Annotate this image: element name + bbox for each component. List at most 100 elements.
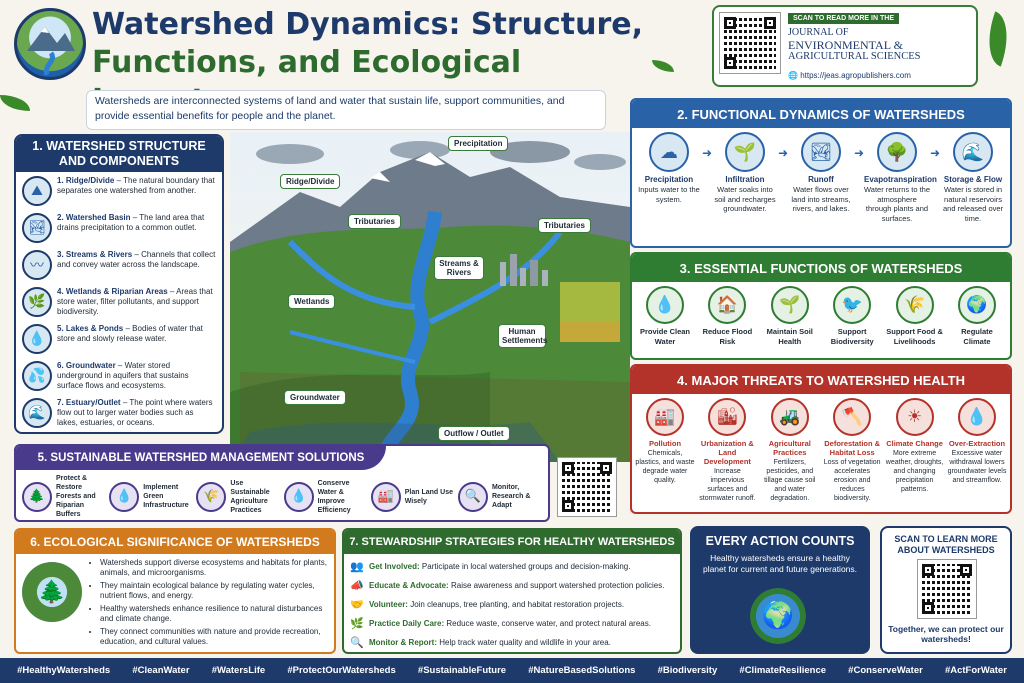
structure-item-term: 4. Wetlands & Riparian Areas [57,287,168,296]
stewardship-heading: 7. STEWARDSHIP STRATEGIES FOR HEALTHY WA… [344,530,680,554]
threat-item-title: Pollution [648,439,682,448]
journal-url[interactable]: 🌐 https://jeas.agropublishers.com [788,71,911,80]
hashtag[interactable]: #ProtectOurWatersheds [287,665,396,676]
hashtag[interactable]: #CleanWater [132,665,190,676]
solution-item-icon: 💧 [109,481,140,512]
stewardship-item-desc: Participate in local watershed groups an… [421,562,631,571]
structure-item: 🏞2. Watershed Basin – The land area that… [22,213,216,247]
threat-item-title: Urbanization & Land Development [700,439,754,466]
solution-item: 🌾Use Sustainable Agriculture Practices [196,474,280,519]
solution-item: 🌲Protect & Restore Forests and Riparian … [22,474,106,519]
essential-heading: 3. ESSENTIAL FUNCTIONS OF WATERSHEDS [632,254,1010,282]
ecological-panel: 6. ECOLOGICAL SIGNIFICANCE OF WATERSHEDS… [14,528,336,654]
stewardship-item: 🤝Volunteer: Join cleanups, tree planting… [350,595,674,614]
solutions-qr-code[interactable] [557,457,617,517]
structure-item-term: 5. Lakes & Ponds [57,324,124,333]
structure-item-term: 2. Watershed Basin [57,213,131,222]
threat-item-icon: 💧 [957,398,996,436]
essential-item-icon: 🏠 [708,286,747,324]
essential-item: 💧Provide Clean Water [636,286,694,346]
structure-item-desc: – Bodies of water that store and slowly … [57,324,203,343]
stewardship-item-text: Volunteer: Join cleanups, tree planting,… [369,600,624,609]
action-text: Healthy watersheds ensure a healthy plan… [702,553,858,574]
hashtag[interactable]: #Biodiversity [657,665,718,676]
hashtag[interactable]: #NatureBasedSolutions [528,665,636,676]
hashtag[interactable]: #WatersLife [211,665,266,676]
structure-panel: 1. WATERSHED STRUCTURE AND COMPONENTS ⛰1… [14,134,224,434]
functional-step-desc: Water soaks into soil and recharges grou… [714,185,776,213]
stewardship-item-text: Monitor & Report: Help track water quali… [369,638,611,647]
stewardship-item-icon: 🔍 [350,636,364,649]
structure-item-text: 3. Streams & Rivers – Channels that coll… [57,250,216,270]
stewardship-item: 🌿Practice Daily Care: Reduce waste, cons… [350,614,674,633]
scan-learn-qr-code[interactable] [917,559,977,619]
essential-item-icon: 🌱 [770,286,809,324]
label-ridge: Ridge/Divide [280,174,341,189]
hashtag[interactable]: #ClimateResilience [739,665,827,676]
stewardship-item: 📣Educate & Advocate: Raise awareness and… [350,576,674,595]
structure-item-desc: – Water stored underground in aquifers t… [57,361,189,390]
essential-item-label: Support Food & Livelihoods [886,327,943,346]
threat-item-icon: 🏙 [708,398,747,436]
journal-box[interactable]: SCAN TO READ MORE IN THE JOURNAL OF ENVI… [712,5,978,87]
threat-item-desc: Increase impervious surfaces and stormwa… [699,468,756,502]
functional-step-icon: ☁ [648,132,689,172]
structure-item-desc: – Areas that store water, filter polluta… [57,287,213,316]
intro-box: Watersheds are interconnected systems of… [86,90,606,130]
essential-item-icon: 🌾 [895,286,934,324]
hashtag[interactable]: #ConserveWater [848,665,923,676]
hashtag[interactable]: #HealthyWatersheds [17,665,111,676]
solution-item-label: Plan Land Use Wisely [404,488,453,505]
hashtag[interactable]: #SustainableFuture [417,665,507,676]
stewardship-panel: 7. STEWARDSHIP STRATEGIES FOR HEALTHY WA… [342,528,682,654]
landscape-illustration: Precipitation Ridge/Divide Tributaries T… [230,132,630,462]
structure-item-icon: 💧 [22,324,52,354]
label-tributaries-right: Tributaries [538,218,591,233]
solution-item-icon: 🏭 [370,481,401,512]
title-line-1: Watershed Dynamics: Structure, [92,7,644,42]
essential-item-icon: 🌍 [957,286,996,324]
journal-url-text[interactable]: https://jeas.agropublishers.com [800,71,911,80]
ecological-bullet: Healthy watersheds enhance resilience to… [100,604,328,624]
arrow-right-icon: ➜ [701,146,712,160]
structure-item-term: 6. Groundwater [57,361,116,370]
structure-item-desc: – Channels that collect and convey water… [57,250,216,269]
structure-item-term: 7. Estuary/Outlet [57,398,121,407]
arrow-right-icon: ➜ [930,146,941,160]
label-wetlands: Wetlands [288,294,336,309]
solution-item-label: Implement Green Infrastructure [143,484,189,509]
essential-item-icon: 🐦 [833,286,872,324]
solution-item: 🔍Monitor, Research & Adapt [457,474,542,519]
threats-panel: 4. MAJOR THREATS TO WATERSHED HEALTH 🏭Po… [630,364,1012,514]
structure-item: 〰3. Streams & Rivers – Channels that col… [22,250,216,284]
stewardship-item-term: Volunteer: [369,600,408,609]
ecological-heading: 6. ECOLOGICAL SIGNIFICANCE OF WATERSHEDS [16,530,334,554]
structure-item-text: 7. Estuary/Outlet – The point where wate… [57,398,216,428]
functional-step-icon: 🌳 [877,132,917,172]
functional-step-title: Evapotranspiration [864,175,937,184]
essential-item: 🌱Maintain Soil Health [761,286,819,346]
stewardship-item-text: Educate & Advocate: Raise awareness and … [369,581,664,590]
structure-item-icon: 〰 [22,250,52,280]
essential-item-icon: 💧 [646,286,684,324]
hashtag[interactable]: #ActForWater [944,665,1007,676]
threat-item-desc: More extreme weather, droughts, and chan… [885,450,944,493]
functional-panel: 2. FUNCTIONAL DYNAMICS OF WATERSHEDS ☁Pr… [630,98,1012,248]
essential-panel: 3. ESSENTIAL FUNCTIONS OF WATERSHEDS 💧Pr… [630,252,1012,360]
solution-item: 💧Implement Green Infrastructure [109,474,193,519]
page-title: Watershed Dynamics: Structure, Functions… [92,6,652,120]
journal-qr-code[interactable] [719,12,781,74]
functional-step-icon: 🌱 [724,132,765,172]
essential-items: 💧Provide Clean Water🏠Reduce Flood Risk🌱M… [632,282,1010,346]
stewardship-item-term: Educate & Advocate: [369,581,449,590]
structure-item-desc: – The land area that drains precipitatio… [57,213,205,232]
functional-step-desc: Inputs water to the system. [638,185,700,204]
threat-item-desc: Loss of vegetation accelerates erosion a… [823,459,881,502]
